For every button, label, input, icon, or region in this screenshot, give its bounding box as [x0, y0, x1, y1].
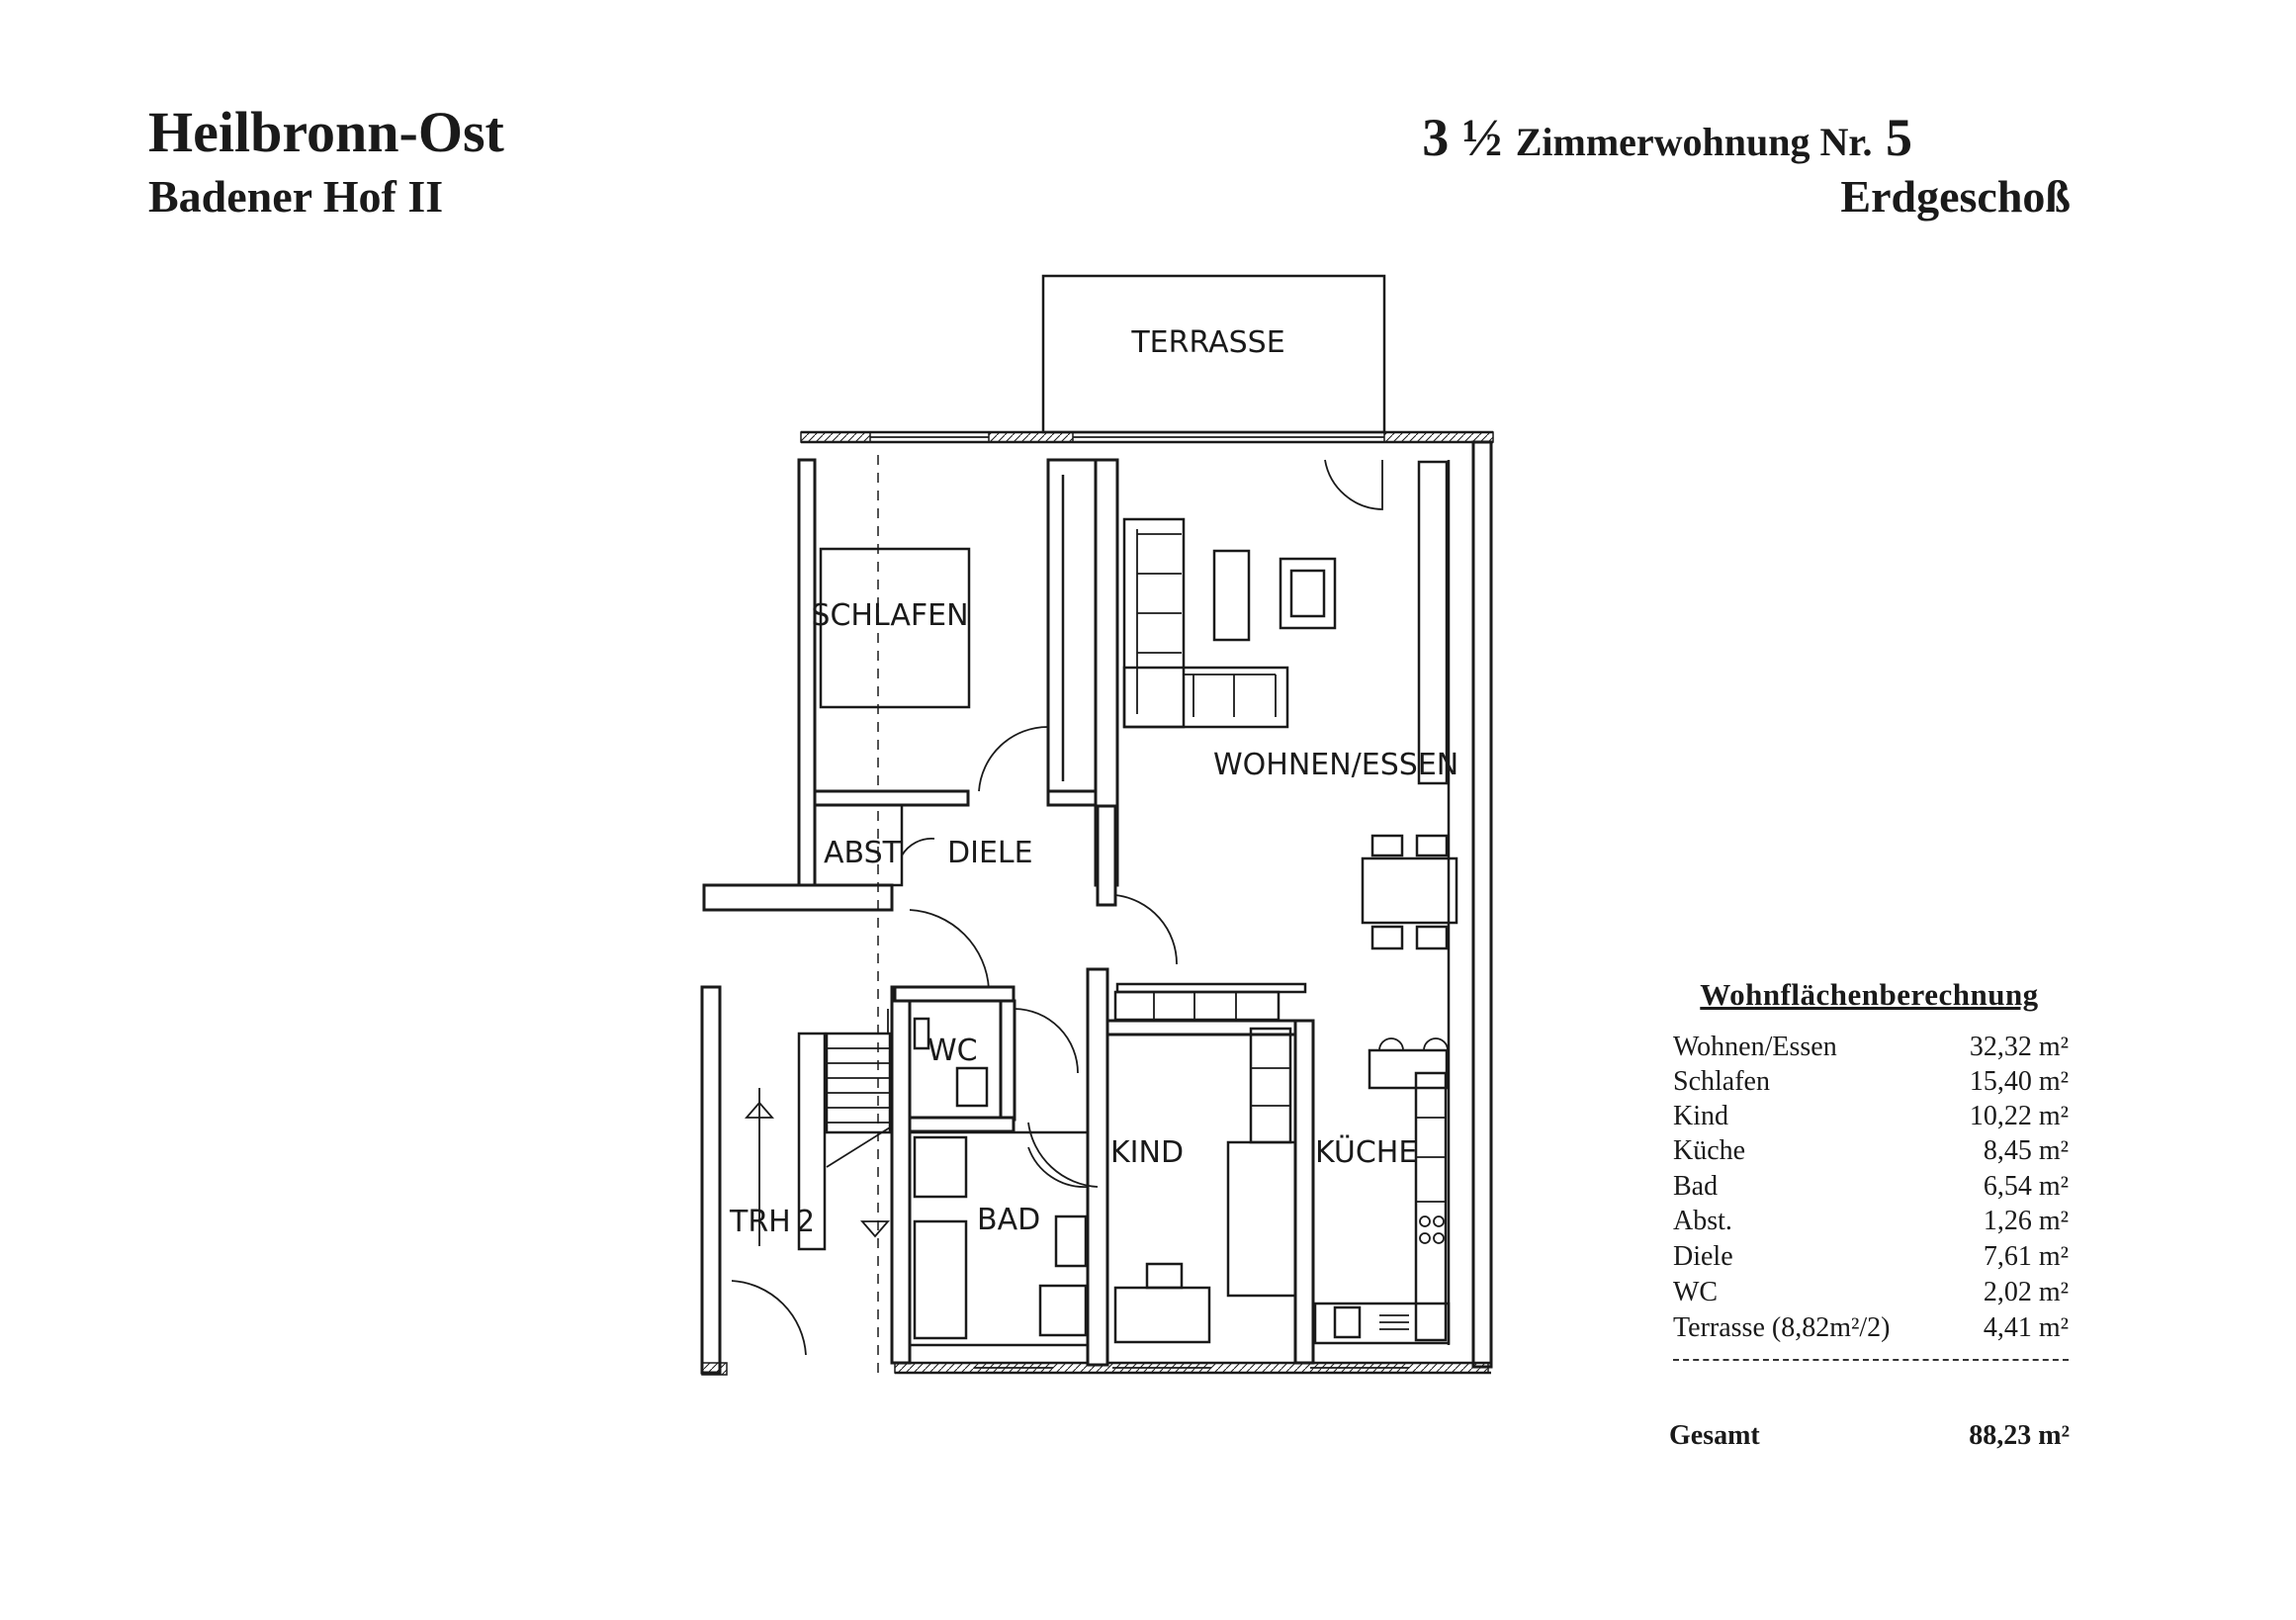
kind-wall-top [1115, 982, 1307, 994]
area-divider [1673, 1359, 2069, 1361]
area-row-name: Küche [1673, 1135, 1746, 1166]
room-label-trh-number: 2 [796, 1205, 815, 1239]
room-label-kueche: KÜCHE [1315, 1134, 1417, 1170]
storage-room [813, 803, 904, 887]
bar-stool [1423, 1037, 1449, 1051]
area-row-value: 4,41 m² [1983, 1312, 2069, 1343]
area-total-label: Gesamt [1669, 1420, 1760, 1451]
door-swing-bad [1027, 1146, 1089, 1188]
kitchen-bar [1368, 1048, 1449, 1090]
wc-bad-walls [893, 967, 1109, 1367]
room-label-bad: BAD [977, 1203, 1040, 1237]
door-swing-terrace [1324, 459, 1383, 510]
kitchen-counter-bottom [1313, 1302, 1451, 1345]
room-label-diele: DIELE [947, 836, 1033, 870]
stove-burner [1419, 1232, 1431, 1244]
unit-number: 5 [1886, 108, 1912, 167]
area-row: Abst. 1,26 m² [1673, 1206, 2069, 1241]
room-label-wohnen-essen: WOHNEN/ESSEN [1213, 748, 1458, 782]
area-row: Küche 8,45 m² [1673, 1135, 2069, 1171]
area-row-value: 10,22 m² [1969, 1101, 2069, 1131]
area-table-title: Wohnflächenberechnung [1700, 977, 2039, 1012]
coffee-table [1212, 549, 1251, 642]
unit-label: Zimmerwohnung Nr. [1515, 120, 1873, 164]
unit-title: 3 ½ Zimmerwohnung Nr. 5 [1422, 107, 1912, 168]
area-row: Diele 7,61 m² [1673, 1241, 2069, 1277]
area-row: WC 2,02 m² [1673, 1277, 2069, 1312]
kind-walls [1105, 1019, 1315, 1365]
bad-washer [1038, 1284, 1088, 1337]
bad-shower [913, 1135, 968, 1199]
area-row-value: 32,32 m² [1969, 1032, 2069, 1062]
area-row-name: Kind [1673, 1101, 1728, 1131]
bad-outline [908, 1130, 1090, 1347]
area-row: Kind 10,22 m² [1673, 1101, 2069, 1136]
building-subtitle: Badener Hof II [148, 171, 444, 222]
unit-fraction: 3 ½ [1422, 108, 1503, 167]
area-row: Bad 6,54 m² [1673, 1171, 2069, 1207]
area-row-value: 6,54 m² [1983, 1171, 2069, 1202]
door-swing-apartment [909, 909, 990, 990]
room-label-terrasse: TERRASSE [1130, 325, 1284, 360]
door-swing-bedroom [978, 726, 1049, 792]
area-row: Terrasse (8,82m²/2) 4,41 m² [1673, 1312, 2069, 1348]
staircase [745, 1009, 892, 1251]
area-row: Wohnen/Essen 32,32 m² [1673, 1032, 2069, 1067]
area-row-name: Abst. [1673, 1206, 1732, 1236]
bed-kind [1226, 1140, 1297, 1298]
kitchen-counter-right [1414, 1071, 1448, 1342]
wc-basin [955, 1066, 989, 1108]
door-swing-kind [1027, 1122, 1099, 1188]
area-row-value: 7,61 m² [1983, 1241, 2069, 1272]
wardrobe-kind [1113, 990, 1280, 1022]
room-label-wc: WC [927, 1034, 978, 1068]
room-label-kind: KIND [1110, 1135, 1184, 1170]
stove-burner [1433, 1232, 1445, 1244]
area-row-name: Diele [1673, 1241, 1733, 1272]
area-row-name: Schlafen [1673, 1066, 1770, 1097]
door-swing-storage [901, 838, 935, 885]
kitchen-cabinet-left [1249, 1027, 1292, 1144]
room-label-schlafen: SCHLAFEN [811, 598, 968, 633]
bar-stool [1378, 1037, 1404, 1051]
armchair [1279, 557, 1337, 630]
area-row-value: 8,45 m² [1983, 1135, 2069, 1166]
room-label-abst: ABST [824, 836, 902, 870]
bad-bathtub [913, 1219, 968, 1340]
bad-basin [1054, 1215, 1088, 1268]
area-row-name: WC [1673, 1277, 1719, 1307]
bedroom-walls [813, 458, 1119, 887]
area-row-value: 15,40 m² [1969, 1066, 2069, 1097]
room-label-trh: TRH [729, 1205, 791, 1239]
living-wall-unit [1417, 460, 1449, 785]
area-row-name: Bad [1673, 1171, 1719, 1202]
door-swing-living [1114, 894, 1178, 965]
stairwell-walls [700, 455, 912, 1376]
area-row-value: 2,02 m² [1983, 1277, 2069, 1307]
chair-kind [1145, 1262, 1184, 1290]
exterior-walls [797, 430, 1494, 1375]
area-total-value: 88,23 m² [1969, 1420, 2070, 1451]
area-row-value: 1,26 m² [1983, 1206, 2069, 1236]
floor-title: Erdgeschoß [1840, 171, 2071, 222]
wc-toilet [913, 1017, 930, 1050]
bed [819, 547, 971, 709]
desk-kind [1113, 1286, 1211, 1344]
sofa [1122, 517, 1289, 729]
kitchen-sink [1333, 1305, 1362, 1339]
stove-burner [1419, 1215, 1431, 1227]
location-title: Heilbronn-Ost [148, 100, 504, 164]
dining-table [1361, 834, 1458, 950]
door-swing-entrance [731, 1280, 807, 1356]
door-swing-wc [1014, 1008, 1079, 1074]
area-row-name: Wohnen/Essen [1673, 1032, 1837, 1062]
area-row-name: Terrasse (8,82m²/2) [1673, 1312, 1891, 1343]
area-row: Schlafen 15,40 m² [1673, 1066, 2069, 1102]
stove-burner [1433, 1215, 1445, 1227]
